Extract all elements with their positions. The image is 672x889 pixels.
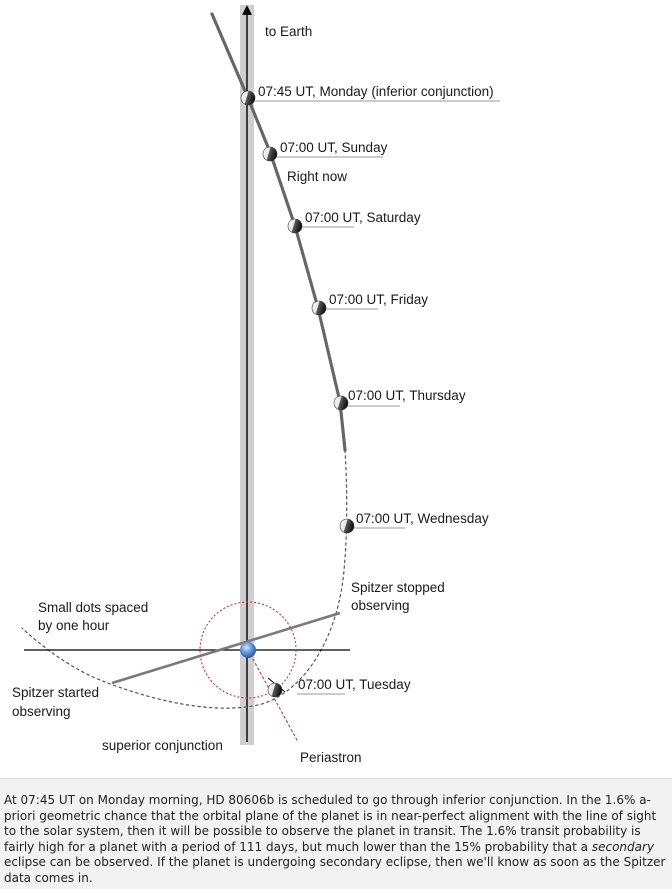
inferior-conjunction-label: 07:45 UT, Monday (inferior conjunction) bbox=[258, 84, 494, 99]
planet-icon bbox=[240, 90, 256, 106]
periastron-circle bbox=[199, 601, 297, 699]
sunday-label: 07:00 UT, Sunday bbox=[280, 140, 388, 155]
small-dots-label: Small dots spaced bbox=[38, 600, 148, 615]
orbit-diagram: to Earth 07:45 UT, Monday (inferior conj… bbox=[12, 5, 500, 765]
observation-line bbox=[111, 611, 341, 685]
tuesday-label: 07:00 UT, Tuesday bbox=[298, 677, 411, 692]
orbit-path-dense bbox=[210, 12, 347, 452]
planet-icon bbox=[287, 218, 303, 234]
spitzer-started-label: Spitzer started bbox=[12, 685, 99, 700]
spitzer-stopped-label-2: observing bbox=[351, 598, 410, 613]
wednesday-label: 07:00 UT, Wednesday bbox=[356, 511, 489, 526]
thursday-label: 07:00 UT, Thursday bbox=[348, 388, 466, 403]
caption-text: At 07:45 UT on Monday morning, HD 80606b… bbox=[0, 778, 672, 889]
orbit-path-sparse bbox=[21, 449, 348, 709]
right-now-label: Right now bbox=[287, 169, 347, 184]
planet-positions bbox=[240, 90, 355, 698]
small-dots-label-2: by one hour bbox=[38, 618, 110, 633]
caption-emphasis: secondary bbox=[591, 839, 655, 854]
planet-icon bbox=[311, 300, 327, 316]
star-icon bbox=[240, 642, 256, 658]
planet-icon bbox=[339, 518, 355, 534]
friday-label: 07:00 UT, Friday bbox=[329, 292, 428, 307]
caption-part-1: At 07:45 UT on Monday morning, HD 80606b… bbox=[4, 793, 657, 854]
caption-part-2: eclipse can be observed. If the planet i… bbox=[4, 855, 666, 885]
planet-icon bbox=[333, 395, 349, 411]
planet-icon bbox=[267, 682, 283, 698]
spitzer-started-label-2: observing bbox=[12, 704, 71, 719]
to-earth-label: to Earth bbox=[265, 24, 312, 39]
periastron-label: Periastron bbox=[300, 750, 362, 765]
saturday-label: 07:00 UT, Saturday bbox=[305, 210, 421, 225]
superior-conjunction-label: superior conjunction bbox=[102, 738, 223, 753]
leader-lines bbox=[255, 100, 500, 695]
planet-icon bbox=[262, 146, 278, 162]
spitzer-stopped-label: Spitzer stopped bbox=[351, 580, 445, 595]
